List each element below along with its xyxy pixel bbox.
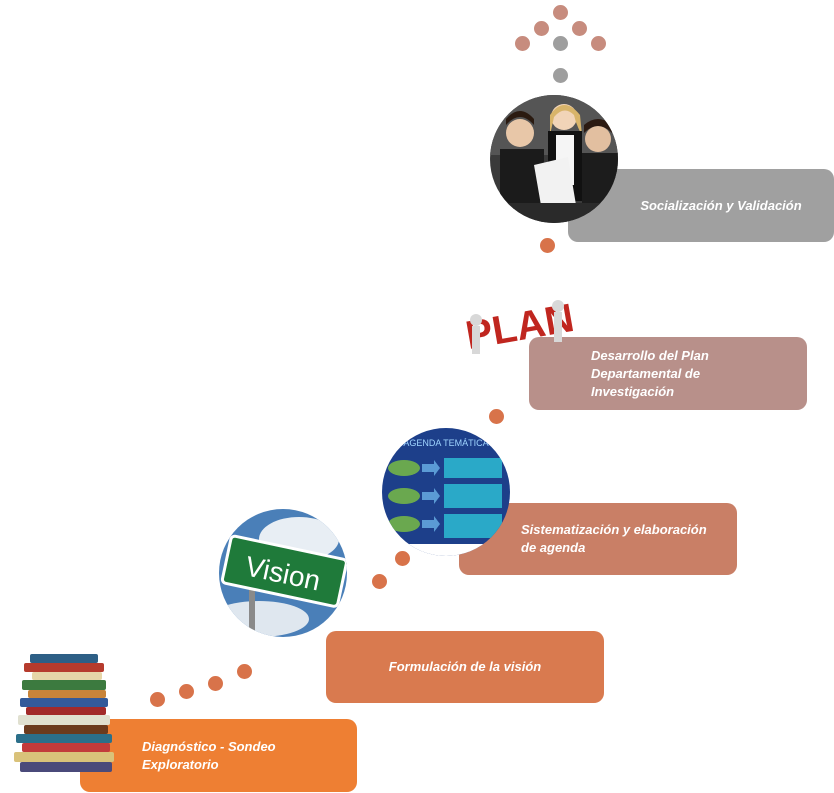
connector-dot (395, 551, 410, 566)
step-box-formulacion-vision: Formulación de la visión (326, 631, 604, 703)
connector-dot (372, 574, 387, 589)
step-box-diagnostico: Diagnóstico - Sondeo Exploratorio (80, 719, 357, 792)
vision-sign-image: Vision (219, 509, 347, 637)
connector-dot (489, 409, 504, 424)
connector-dot (572, 21, 587, 36)
agenda-title-text: AGENDA TEMÁTICA (403, 438, 488, 448)
connector-dot (179, 684, 194, 699)
connector-dot (208, 676, 223, 691)
connector-dot (553, 36, 568, 51)
connector-dot (553, 68, 568, 83)
step-label: Socialización y Validación (640, 197, 802, 213)
connector-dot (515, 36, 530, 51)
connector-dot (553, 5, 568, 20)
step-label: Formulación de la visión (388, 659, 542, 674)
connector-dot (591, 36, 606, 51)
agenda-tematica-image: AGENDA TEMÁTICA (382, 428, 510, 556)
step-label: Diagnóstico - Sondeo Exploratorio (142, 738, 276, 772)
connector-dot (540, 238, 555, 253)
connector-dot (150, 692, 165, 707)
step-label: Desarrollo del Plan Departamental de Inv… (591, 347, 709, 399)
step-box-desarrollo-plan: Desarrollo del Plan Departamental de Inv… (529, 337, 807, 410)
meeting-photo-image (490, 95, 618, 223)
connector-dot (534, 21, 549, 36)
plan-figures-image: PLAN (458, 268, 583, 378)
step-label: Sistematización y elaboración de agenda (521, 522, 707, 555)
books-stack-image (8, 650, 120, 775)
connector-dot (237, 664, 252, 679)
